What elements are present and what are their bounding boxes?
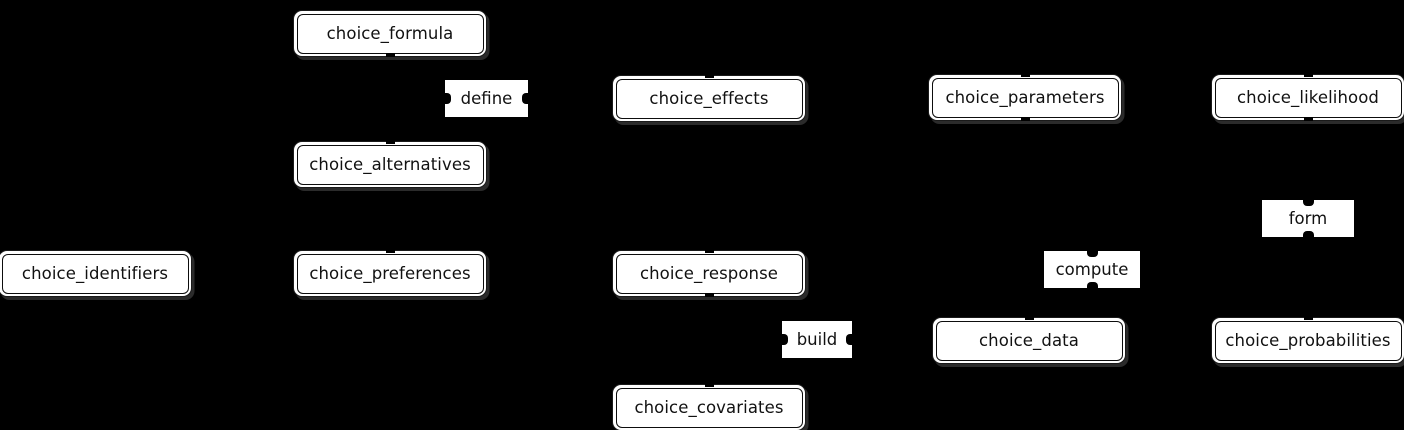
edge-notch-right bbox=[522, 93, 528, 104]
node-choice-preferences[interactable]: choice_preferences bbox=[293, 250, 487, 297]
node-label: choice_response bbox=[639, 264, 779, 283]
node-choice-covariates[interactable]: choice_covariates bbox=[612, 384, 806, 430]
edge-notch-left bbox=[445, 93, 451, 104]
node-choice-formula[interactable]: choice_formula bbox=[293, 10, 487, 57]
node-label: choice_identifiers bbox=[21, 264, 169, 283]
node-choice-alternatives[interactable]: choice_alternatives bbox=[293, 141, 487, 188]
node-label: choice_probabilities bbox=[1225, 331, 1391, 350]
port-choice-probabilities-top bbox=[1303, 316, 1313, 320]
edge-label-build: build bbox=[782, 321, 852, 358]
edge-notch-bottom bbox=[1086, 282, 1098, 288]
node-choice-data[interactable]: choice_data bbox=[932, 317, 1126, 364]
port-choice-formula-bottom bbox=[385, 53, 395, 57]
port-choice-parameters-bottom bbox=[1020, 117, 1030, 121]
node-label: choice_covariates bbox=[634, 398, 784, 417]
port-choice-response-top bbox=[704, 249, 714, 253]
edge-notch-bottom bbox=[1302, 231, 1314, 237]
node-label: choice_likelihood bbox=[1237, 88, 1379, 107]
edge-label-text: build bbox=[796, 330, 838, 349]
node-label: choice_data bbox=[979, 331, 1079, 350]
edge-label-text: form bbox=[1288, 209, 1328, 228]
node-label: choice_parameters bbox=[945, 88, 1105, 107]
edge-label-text: define bbox=[460, 89, 513, 108]
port-choice-data-top bbox=[1024, 316, 1034, 320]
edge-label-define: define bbox=[445, 80, 528, 117]
port-choice-likelihood-top bbox=[1303, 73, 1313, 77]
port-choice-parameters-top bbox=[1020, 73, 1030, 77]
node-choice-probabilities[interactable]: choice_probabilities bbox=[1211, 317, 1404, 364]
edge-notch-top bbox=[1302, 200, 1314, 206]
edge-label-form: form bbox=[1262, 200, 1354, 237]
node-label: choice_formula bbox=[326, 24, 454, 43]
port-choice-covariates-top bbox=[704, 383, 714, 387]
port-choice-response-bottom bbox=[704, 293, 714, 297]
node-label: choice_alternatives bbox=[309, 155, 471, 174]
node-choice-likelihood[interactable]: choice_likelihood bbox=[1211, 74, 1404, 121]
node-label: choice_preferences bbox=[309, 264, 471, 283]
node-choice-identifiers[interactable]: choice_identifiers bbox=[0, 250, 192, 297]
port-choice-likelihood-bottom bbox=[1303, 117, 1313, 121]
port-choice-effects-top bbox=[704, 74, 714, 78]
node-choice-parameters[interactable]: choice_parameters bbox=[928, 74, 1122, 121]
node-choice-effects[interactable]: choice_effects bbox=[612, 75, 806, 122]
edge-notch-left bbox=[782, 334, 788, 345]
port-choice-alternatives-top bbox=[385, 140, 395, 144]
edge-notch-right bbox=[846, 334, 852, 345]
edge-label-text: compute bbox=[1055, 260, 1129, 279]
node-label: choice_effects bbox=[649, 89, 769, 108]
edge-label-compute: compute bbox=[1044, 251, 1140, 288]
node-choice-response[interactable]: choice_response bbox=[612, 250, 806, 297]
edge-notch-top bbox=[1086, 251, 1098, 257]
port-choice-preferences-top bbox=[385, 249, 395, 253]
